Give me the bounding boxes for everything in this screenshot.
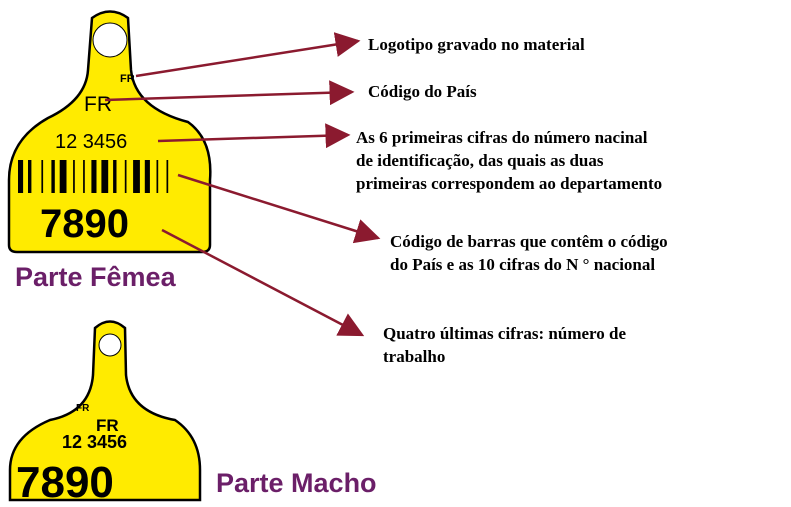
barcode-bar [59, 160, 67, 193]
female-logo-text: FR [120, 73, 135, 85]
annotation-digits-line1: As 6 primeiras cifras do número nacinal [356, 128, 648, 147]
male-logo-text: FR [76, 403, 90, 414]
female-tag-body [7, 10, 212, 254]
annotation-work-number: Quatro últimas cifras: número de trabalh… [383, 322, 626, 368]
arrow-work-number [161, 228, 365, 337]
male-tag-hole [98, 333, 122, 357]
female-country-code: FR [84, 93, 112, 116]
female-part-title: Parte Fêmea [15, 262, 176, 292]
annotation-barcode: Código de barras que contêm o código do … [390, 230, 668, 276]
barcode-bar [133, 160, 140, 193]
annotation-logo: Logotipo gravado no material [368, 35, 585, 54]
barcode-bar [144, 160, 150, 193]
annotation-digits-line2: de identificação, das quais as duas [356, 151, 604, 170]
arrow-country [104, 80, 355, 106]
annotation-barcode-line1: Código de barras que contêm o código [390, 232, 668, 251]
female-id-digits: 12 3456 [55, 131, 127, 153]
male-tag-body [8, 320, 202, 502]
male-work-number: 7890 [16, 458, 114, 507]
male-country-code: FR [96, 416, 119, 435]
male-id-digits: 12 3456 [62, 432, 127, 452]
arrow-barcode [177, 173, 381, 244]
arrow-digits [157, 123, 351, 149]
barcode-bar [28, 160, 32, 193]
female-work-number: 7890 [40, 202, 129, 246]
arrow-logo [135, 32, 361, 78]
annotation-work-line1: Quatro últimas cifras: número de [383, 324, 627, 343]
female-tag-hole [92, 22, 128, 58]
barcode-bar [41, 160, 44, 193]
female-tag: FR FR 12 3456 7890 [7, 10, 212, 254]
barcode-bar [156, 160, 159, 193]
barcode-bar [73, 160, 75, 193]
barcode-bar [18, 160, 24, 193]
barcode-bar [91, 160, 97, 193]
annotation-digits: As 6 primeiras cifras do número nacinal … [356, 126, 662, 195]
barcode-bar [83, 160, 85, 193]
annotation-country: Código do País [368, 82, 477, 101]
annotation-barcode-line2: do País e as 10 cifras do N ° nacional [390, 255, 656, 274]
male-tag: FR FR 12 3456 7890 [8, 320, 202, 507]
annotation-digits-line3: primeiras correspondem ao departamento [356, 174, 663, 193]
annotation-work-line2: trabalho [383, 347, 446, 366]
barcode-bar [51, 160, 55, 193]
barcode-bar [124, 160, 127, 193]
barcode-bar [101, 160, 109, 193]
male-part-title: Parte Macho [216, 468, 377, 498]
barcode-bar [166, 160, 169, 193]
barcode-bar [113, 160, 117, 193]
female-barcode [18, 160, 169, 193]
